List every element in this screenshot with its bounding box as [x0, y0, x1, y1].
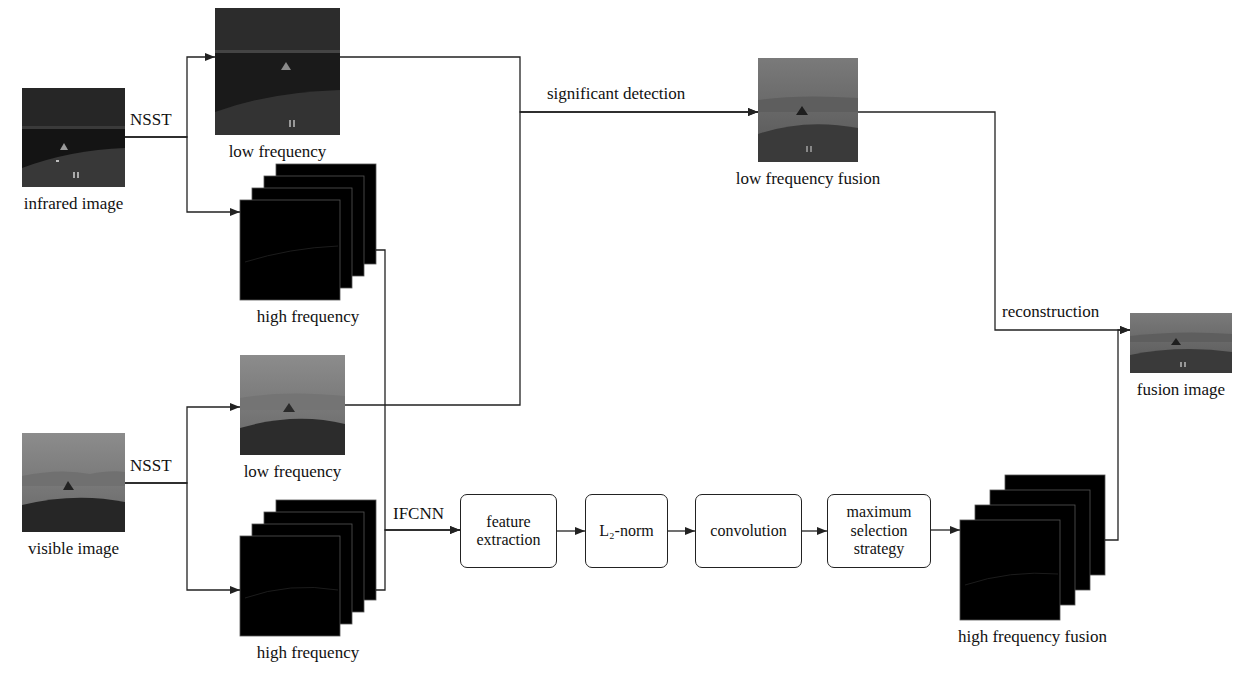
infrared-picture-part	[56, 160, 59, 162]
image-caption: low frequency	[229, 143, 327, 162]
visible-low-frequency-picture-part	[283, 403, 295, 412]
image-panel: infrared image	[22, 88, 125, 187]
low-frequency-fusion-picture-part	[758, 96, 858, 112]
image-caption: infrared image	[24, 195, 124, 214]
low-frequency-fusion-picture-part	[806, 146, 808, 152]
visible-high-frequency-stack-part	[240, 536, 340, 636]
infrared-low-frequency-picture-part	[293, 120, 295, 127]
flow-arrow	[668, 530, 695, 531]
low-frequency-fusion-picture-part	[796, 106, 808, 115]
infrared-low-frequency-picture-part	[281, 62, 291, 70]
visible-picture	[22, 433, 125, 532]
fusion-picture-part	[1130, 313, 1232, 373]
low-frequency-fusion-picture-part	[758, 58, 858, 162]
high-frequency-fusion-stack-part	[960, 520, 1060, 620]
low-frequency-fusion-picture-part	[758, 124, 858, 162]
infrared-picture-part	[60, 143, 68, 150]
flow-arrow	[125, 137, 240, 212]
infrared-low-frequency-picture-part	[215, 8, 340, 50]
high-frequency-fusion-stack-part	[965, 573, 1058, 585]
low-frequency-fusion-picture	[758, 58, 858, 162]
infrared-high-frequency-stack	[240, 164, 376, 300]
process-box: convolution	[695, 494, 802, 568]
image-panel: low frequency fusion	[758, 58, 858, 162]
flow-arrow	[376, 530, 460, 590]
flow-arrow	[125, 483, 240, 590]
image-caption: high frequency fusion	[958, 628, 1107, 647]
flow-arrow	[340, 57, 758, 112]
image-panel: high frequency	[240, 500, 376, 636]
image-panel: high frequency fusion	[960, 475, 1105, 620]
visible-low-frequency-picture-part	[240, 355, 345, 455]
visible-picture-part	[22, 498, 125, 532]
infrared-low-frequency-picture-part	[215, 90, 340, 135]
flow-arrow	[557, 530, 585, 531]
infrared-picture	[22, 88, 125, 187]
flow-arrow	[802, 530, 827, 531]
infrared-low-frequency-picture-part	[215, 8, 340, 135]
visible-high-frequency-stack	[240, 500, 376, 636]
infrared-picture-part	[22, 88, 125, 187]
process-box: feature extraction	[460, 494, 557, 568]
image-caption: low frequency	[244, 463, 342, 482]
box-label: feature extraction	[466, 513, 551, 550]
flow-arrow	[376, 250, 460, 530]
flow-arrow	[345, 112, 758, 405]
fusion-picture-part	[1180, 362, 1182, 367]
image-caption: high frequency	[257, 308, 359, 327]
infrared-low-frequency-picture	[215, 8, 340, 135]
box-label: maximum selection strategy	[833, 503, 925, 558]
image-caption: fusion image	[1137, 381, 1225, 400]
infrared-picture-part	[77, 172, 79, 178]
fusion-picture-part	[1130, 332, 1232, 342]
image-panel: visible image	[22, 433, 125, 532]
edge-label: NSST	[128, 457, 174, 476]
process-box: maximum selection strategy	[827, 494, 931, 568]
image-caption: high frequency	[257, 644, 359, 663]
edge-label: IFCNN	[391, 505, 446, 524]
infrared-high-frequency-stack-part	[245, 246, 338, 262]
infrared-picture-part	[22, 148, 125, 187]
visible-low-frequency-picture	[240, 355, 345, 455]
infrared-low-frequency-picture-part	[289, 120, 291, 127]
fusion-picture-part	[1171, 338, 1181, 345]
edge-label: significant detection	[545, 85, 687, 104]
edge-label: NSST	[128, 111, 174, 130]
infrared-picture-part	[73, 172, 75, 178]
visible-picture-part	[22, 471, 125, 486]
process-box: L₂-norm	[585, 494, 668, 568]
low-frequency-fusion-picture-part	[810, 146, 812, 152]
flow-arrow	[1105, 330, 1130, 540]
high-frequency-fusion-stack	[960, 475, 1105, 620]
visible-picture-part	[22, 433, 125, 532]
flow-arrow	[858, 112, 1130, 330]
image-panel: high frequency	[240, 164, 376, 300]
image-caption: visible image	[28, 540, 119, 559]
visible-picture-part	[63, 481, 74, 490]
flow-arrow	[931, 529, 960, 530]
image-panel: low frequency	[240, 355, 345, 455]
infrared-high-frequency-stack-part	[240, 200, 340, 300]
image-panel: fusion image	[1130, 313, 1232, 373]
infrared-picture-part	[22, 126, 125, 129]
box-label: convolution	[710, 522, 786, 540]
visible-low-frequency-picture-part	[240, 419, 345, 455]
flow-arrow	[125, 57, 215, 137]
visible-low-frequency-picture-part	[240, 393, 345, 410]
infrared-low-frequency-picture-part	[215, 50, 340, 53]
infrared-picture-part	[22, 88, 125, 126]
fusion-picture-part	[1130, 349, 1232, 373]
flow-arrow	[125, 407, 240, 483]
image-caption: low frequency fusion	[736, 170, 880, 189]
box-label: L₂-norm	[599, 522, 653, 540]
visible-high-frequency-stack-part	[245, 587, 338, 598]
fusion-picture	[1130, 313, 1232, 373]
fusion-picture-part	[1184, 362, 1186, 367]
edge-label: reconstruction	[1000, 303, 1101, 322]
image-panel: low frequency	[215, 8, 340, 135]
